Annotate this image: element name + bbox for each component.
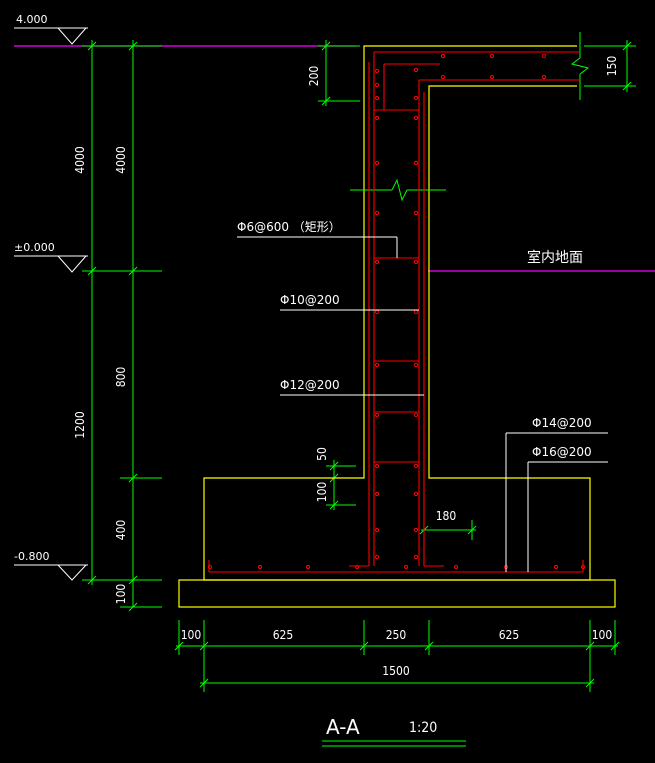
dim-800: 800 (114, 367, 128, 388)
dim-100-mid: 100 (315, 482, 329, 503)
left-dimension-lines (82, 40, 162, 612)
section-title: A-A (326, 715, 360, 739)
label-phi12: Φ12@200 (280, 378, 340, 392)
dim-bottom-1500: 1500 (382, 664, 410, 678)
level-zero-triangle (57, 255, 87, 273)
floor-lines (14, 45, 655, 272)
label-phi6: Φ6@600 （矩形） (237, 220, 341, 234)
dim-150: 150 (605, 56, 619, 77)
dim-bottom-left-100: 100 (181, 628, 202, 642)
reinforcement (208, 51, 584, 573)
dim-50: 50 (315, 447, 329, 461)
dim-180: 180 (436, 509, 457, 523)
top-dimension-lines (318, 40, 636, 106)
level-top-triangle (57, 27, 87, 45)
dim-bottom-left-625: 625 (273, 628, 294, 642)
bottom-dimension-lines (174, 620, 620, 692)
dim-bottom-right-625: 625 (499, 628, 520, 642)
dim-inner-upper: 4000 (114, 146, 128, 174)
rebar-dots (207, 53, 586, 570)
dim-bottom-250: 250 (386, 628, 407, 642)
level-markers (14, 27, 88, 581)
concrete-outline (178, 45, 616, 608)
level-top-label: 4.000 (16, 13, 48, 26)
leader-lines (237, 236, 608, 572)
dim-outer-lower: 1200 (73, 411, 87, 439)
level-bottom-label: -0.800 (14, 550, 49, 563)
level-bottom-triangle (57, 564, 87, 581)
label-phi10: Φ10@200 (280, 293, 340, 307)
level-zero-label: ±0.000 (14, 241, 55, 254)
label-phi14: Φ14@200 (532, 416, 592, 430)
label-phi16: Φ16@200 (532, 445, 592, 459)
wall-break-symbol (350, 178, 446, 202)
slab-break-symbol (570, 32, 590, 100)
section-scale: 1:20 (409, 720, 437, 736)
dim-100-base: 100 (114, 584, 128, 605)
dim-bottom-right-100: 100 (592, 628, 613, 642)
dim-outer-upper: 4000 (73, 146, 87, 174)
dim-200: 200 (307, 66, 321, 87)
blinding-layer (178, 579, 616, 608)
title-underlines (322, 740, 466, 747)
label-indoor-floor: 室内地面 (527, 249, 583, 266)
dim-400: 400 (114, 520, 128, 541)
